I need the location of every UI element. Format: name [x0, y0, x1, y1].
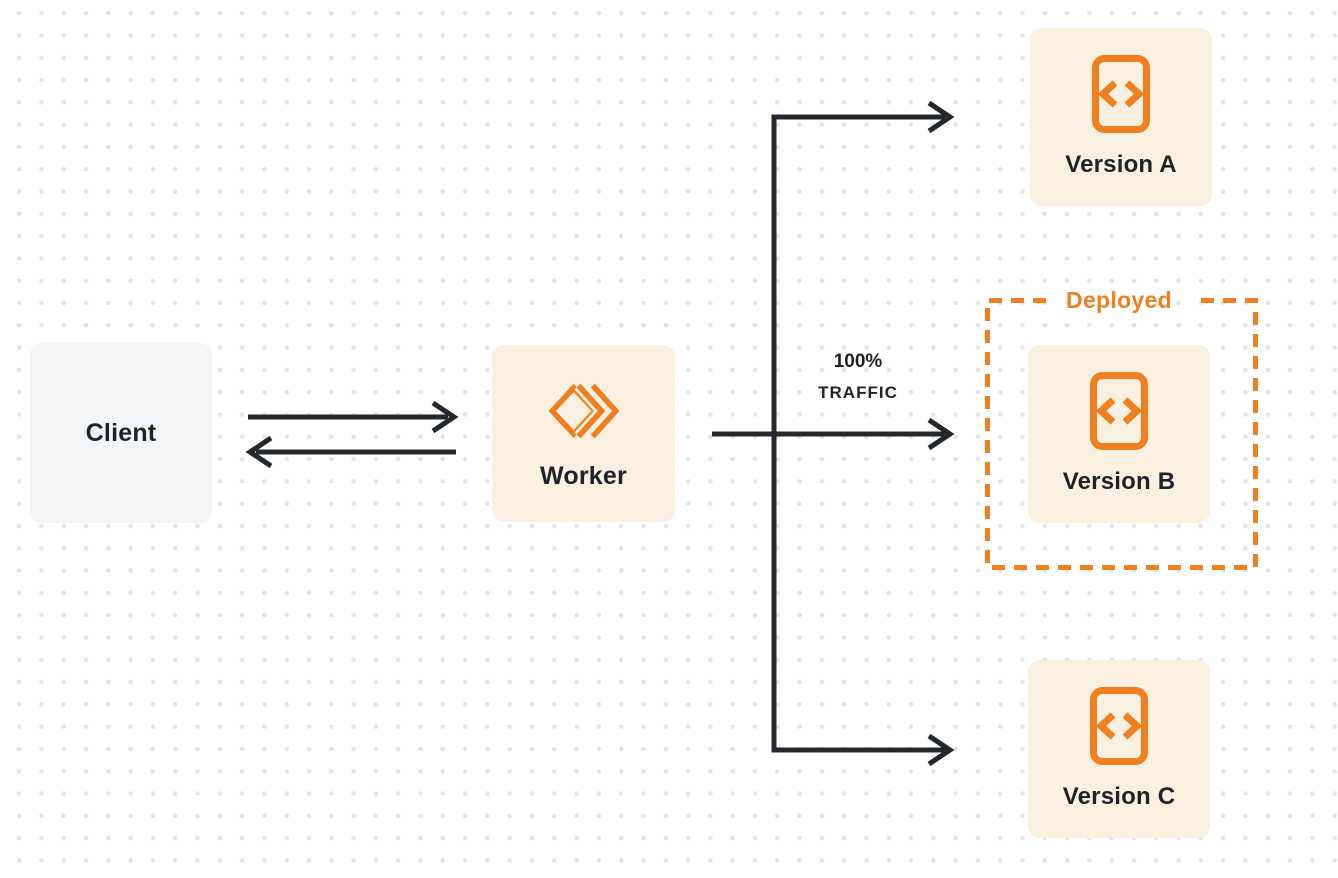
version-b-label: Version B	[1062, 468, 1176, 495]
version-a-label: Version A	[1065, 151, 1177, 178]
code-file-icon	[1092, 55, 1150, 138]
worker-label: Worker	[540, 461, 627, 490]
worker-to-version-c-arrow	[927, 733, 955, 767]
code-file-icon	[1090, 687, 1148, 770]
version-c-label: Version C	[1062, 783, 1176, 810]
worker-node: Worker	[492, 345, 675, 522]
traffic-percentage-value: 100%	[833, 351, 883, 372]
version-c-node: Version C	[1028, 660, 1210, 838]
version-a-node: Version A	[1030, 28, 1212, 206]
worker-to-client-arrow	[245, 435, 456, 469]
client-node: Client	[30, 343, 212, 523]
code-file-icon	[1090, 372, 1148, 455]
version-b-node: Version B	[1028, 345, 1210, 523]
deployed-badge: Deployed	[1066, 287, 1172, 313]
client-to-worker-arrow	[248, 400, 459, 434]
traffic-word: TRAFFIC	[818, 383, 898, 402]
worker-to-version-a-arrow	[771, 100, 955, 753]
workers-chevron-diamond-icon	[547, 379, 623, 448]
worker-to-version-b-arrow	[712, 417, 955, 451]
client-label: Client	[85, 418, 157, 447]
traffic-percentage-label: 100% TRAFFIC	[818, 352, 898, 401]
